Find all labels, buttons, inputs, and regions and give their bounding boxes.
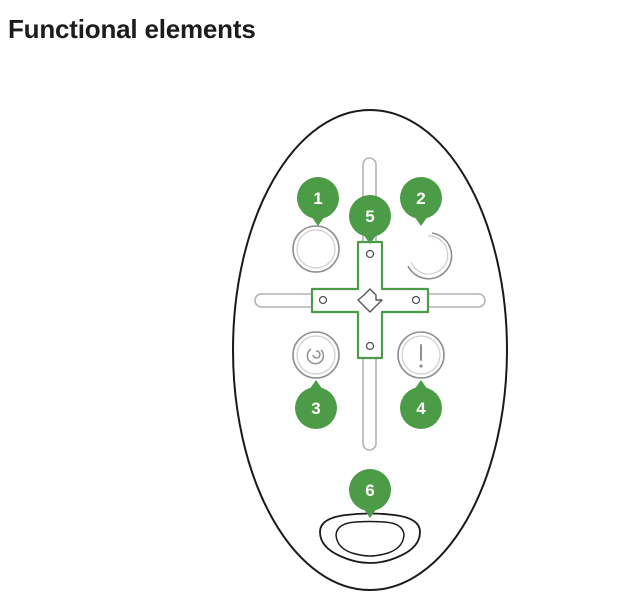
- night-mode-icon: [306, 348, 325, 365]
- page-title: Functional elements: [8, 14, 256, 44]
- button-3: [292, 331, 340, 379]
- cross-mount: [310, 240, 430, 360]
- button-1: [292, 225, 340, 273]
- marker-1: 1: [297, 177, 339, 226]
- cross-mount-screw-left: [318, 295, 328, 305]
- cross-mount-screw-top: [365, 249, 375, 259]
- cross-mount-screw-right: [411, 295, 421, 305]
- marker-2: 2: [400, 177, 442, 226]
- marker-5: 5: [349, 195, 391, 244]
- marker-5-label: 5: [365, 207, 374, 226]
- button-4: [397, 331, 445, 379]
- marker-6: 6: [349, 469, 391, 518]
- marker-4: 4: [400, 380, 442, 429]
- button-2: [407, 232, 453, 280]
- marker-3: 3: [295, 380, 337, 429]
- cross-mount-screw-bottom: [365, 341, 375, 351]
- cross-mount-center-icon: [357, 288, 383, 313]
- marker-6-label: 6: [365, 481, 374, 500]
- marker-2-label: 2: [416, 189, 425, 208]
- marker-4-label: 4: [416, 399, 426, 418]
- keyring-hole: [319, 512, 421, 564]
- marker-3-label: 3: [311, 399, 320, 418]
- marker-1-label: 1: [313, 189, 322, 208]
